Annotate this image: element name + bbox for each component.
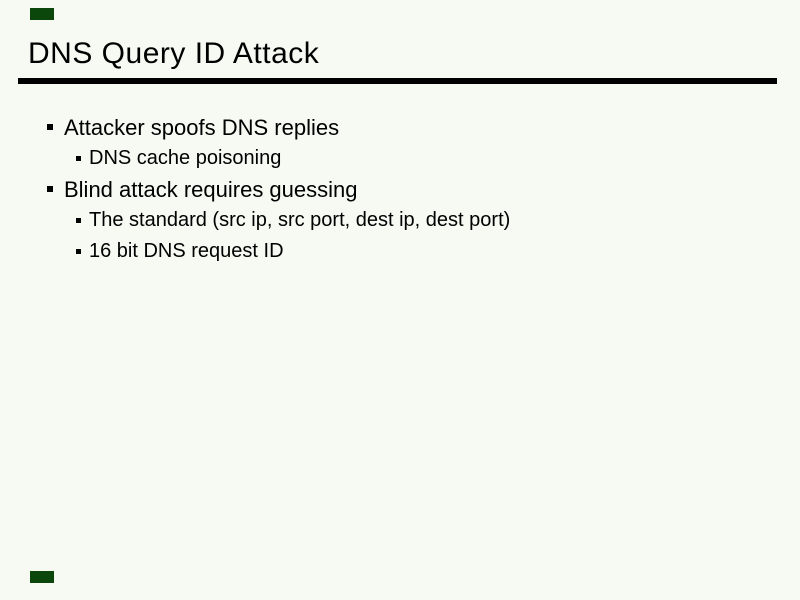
bullet-item: Blind attack requires guessing bbox=[0, 174, 800, 205]
square-bullet-icon bbox=[76, 218, 81, 223]
title-underline-rule bbox=[18, 78, 777, 84]
square-bullet-icon bbox=[47, 186, 53, 192]
corner-marker-top-left bbox=[30, 8, 54, 20]
square-bullet-icon bbox=[47, 124, 53, 130]
bullet-text: DNS cache poisoning bbox=[89, 147, 282, 169]
bullet-item: 16 bit DNS request ID bbox=[0, 236, 800, 267]
bullet-text: 16 bit DNS request ID bbox=[89, 240, 284, 262]
bullet-item: DNS cache poisoning bbox=[0, 143, 800, 174]
bullet-text: The standard (src ip, src port, dest ip,… bbox=[89, 209, 511, 231]
bullet-list: Attacker spoofs DNS replies DNS cache po… bbox=[0, 112, 800, 267]
corner-marker-bottom-left bbox=[30, 571, 54, 583]
square-bullet-icon bbox=[76, 156, 81, 161]
slide-title: DNS Query ID Attack bbox=[28, 37, 320, 70]
bullet-text: Blind attack requires guessing bbox=[64, 177, 358, 202]
bullet-item: Attacker spoofs DNS replies bbox=[0, 112, 800, 143]
bullet-item: The standard (src ip, src port, dest ip,… bbox=[0, 205, 800, 236]
square-bullet-icon bbox=[76, 249, 81, 254]
bullet-text: Attacker spoofs DNS replies bbox=[64, 115, 340, 140]
